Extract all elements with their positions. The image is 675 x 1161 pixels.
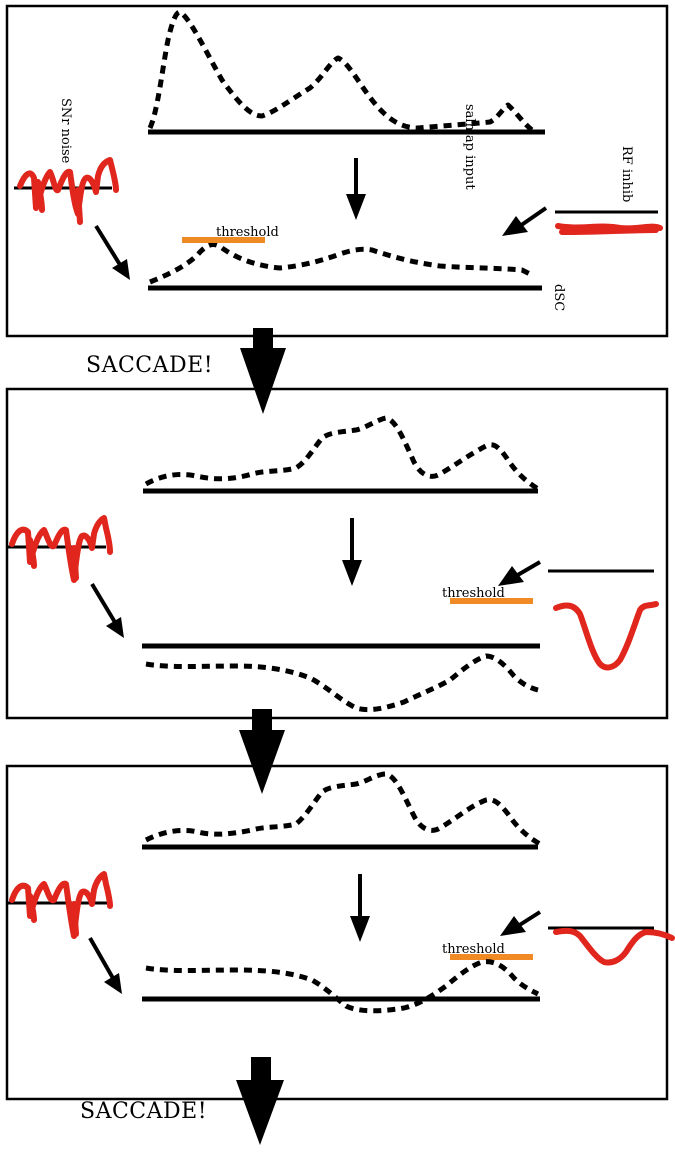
panel-1-salmap-curve bbox=[147, 9, 534, 132]
salmap-input-label: salmap input bbox=[462, 104, 477, 190]
panel-1-snr-noise bbox=[14, 157, 119, 225]
panel-3-dsc-curve bbox=[145, 959, 540, 1014]
panel-1-rf-inhib-trace bbox=[555, 223, 663, 235]
rf-inhib-label: RF inhib bbox=[619, 146, 634, 202]
dsc-label: dSC bbox=[551, 284, 566, 311]
transition-arrow-2 bbox=[239, 709, 285, 794]
panel-2: threshold bbox=[5, 387, 669, 720]
panel-3-snr-arrow bbox=[88, 937, 122, 994]
panel-2-threshold-label: threshold bbox=[442, 586, 505, 601]
panel-3-snr-noise bbox=[8, 871, 113, 939]
panel-3-salmap-curve bbox=[144, 771, 542, 847]
saccade-label-1: SACCADE! bbox=[86, 353, 213, 378]
panel-3: threshold bbox=[5, 764, 675, 1101]
panel-1-threshold-label: threshold bbox=[216, 225, 279, 240]
panel-2-rf-arrow bbox=[498, 560, 542, 586]
panel-1-snr-arrow bbox=[94, 224, 130, 280]
panel-3-rf-arrow bbox=[500, 910, 542, 936]
panel-3-down-arrow bbox=[350, 874, 370, 942]
panel-2-rf-inhib-trace bbox=[553, 601, 659, 671]
panel-1: salmap input SNr noise RF inhib bbox=[5, 4, 669, 338]
panel-3-threshold-label: threshold bbox=[442, 942, 505, 957]
panel-3-frame bbox=[5, 764, 669, 1101]
panel-2-salmap-curve bbox=[144, 415, 542, 493]
panel-2-snr-noise bbox=[8, 515, 113, 583]
saccade-arrow-1 bbox=[240, 328, 286, 414]
saccade-label-3: SACCADE! bbox=[80, 1099, 207, 1124]
snr-noise-label: SNr noise bbox=[58, 98, 73, 164]
panel-2-frame bbox=[5, 387, 669, 720]
panel-3-rf-inhib-trace bbox=[553, 927, 675, 966]
panel-1-down-arrow bbox=[346, 158, 366, 220]
panel-1-rf-arrow bbox=[502, 206, 548, 236]
panel-2-dsc-curve bbox=[145, 653, 539, 713]
saccade-arrow-3 bbox=[236, 1057, 284, 1145]
panel-1-frame bbox=[5, 4, 669, 338]
panel-2-down-arrow bbox=[342, 518, 362, 586]
panel-2-snr-arrow bbox=[90, 582, 124, 638]
panel-1-dsc-curve bbox=[149, 242, 536, 285]
